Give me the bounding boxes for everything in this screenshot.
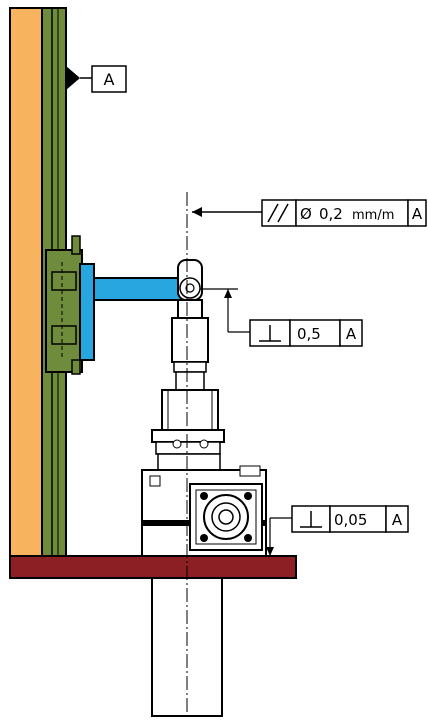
wall-bracket — [45, 235, 83, 375]
perpendicularity-arm-tolerance: 0,5 A — [200, 288, 363, 347]
perpendicularity-base-tolerance: 0,05 A — [266, 505, 409, 556]
perpendicularity-base-datum: A — [392, 511, 403, 529]
parallelism-unit: mm/m — [352, 208, 394, 223]
perpendicularity-arm-value: 0,5 — [297, 325, 321, 343]
wall — [9, 7, 43, 557]
rod-end — [171, 259, 209, 391]
gearbox — [141, 465, 267, 557]
blue-arm — [79, 263, 183, 361]
column-housing — [151, 389, 225, 471]
diameter-symbol: Ø — [300, 205, 312, 223]
datum-a-label: A — [104, 70, 115, 89]
perpendicularity-arm-datum: A — [346, 325, 357, 343]
parallelism-datum: A — [412, 205, 423, 223]
base-plate — [9, 555, 297, 579]
datum-a-marker: A — [66, 65, 127, 93]
parallelism-value: 0,2 — [319, 205, 343, 223]
perpendicularity-base-value: 0,05 — [334, 511, 367, 529]
parallelism-tolerance: Ø 0,2 mm/m A — [192, 199, 427, 227]
